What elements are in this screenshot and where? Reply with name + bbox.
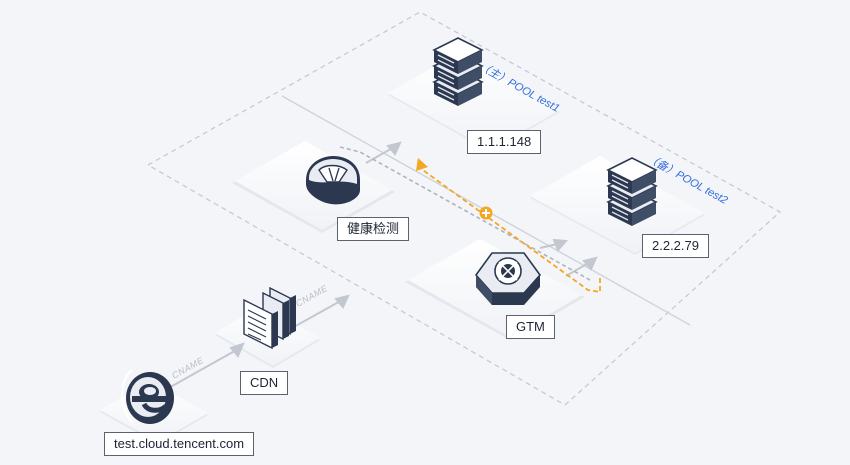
document-stack-icon xyxy=(243,286,296,350)
arrow-client-to-cdn xyxy=(164,347,241,391)
browser-e-icon xyxy=(121,369,174,424)
health-probe-path xyxy=(339,146,591,281)
server-rack-icon xyxy=(606,157,658,226)
failover-path xyxy=(419,167,601,294)
failover-plus-icon xyxy=(479,206,493,220)
primary-server-label: 1.1.1.148 xyxy=(467,130,542,154)
platform-primary-pool xyxy=(388,53,560,152)
flow-arrows xyxy=(164,141,598,391)
backup-server-label: 2.2.2.79 xyxy=(642,234,709,258)
cdn-label: CDN xyxy=(240,371,289,395)
gtm-hex-icon xyxy=(474,252,542,305)
arrow-cdn-to-gtm xyxy=(291,298,345,329)
server-rack-icon xyxy=(432,37,484,106)
gtm-label: GTM xyxy=(506,315,555,339)
health-check-label: 健康检测 xyxy=(337,217,410,241)
client-domain-label: test.cloud.tencent.com xyxy=(104,432,255,456)
failover-arrowhead xyxy=(416,158,428,171)
shield-check-icon xyxy=(306,156,360,205)
gtm-zone-boundary xyxy=(146,11,782,406)
